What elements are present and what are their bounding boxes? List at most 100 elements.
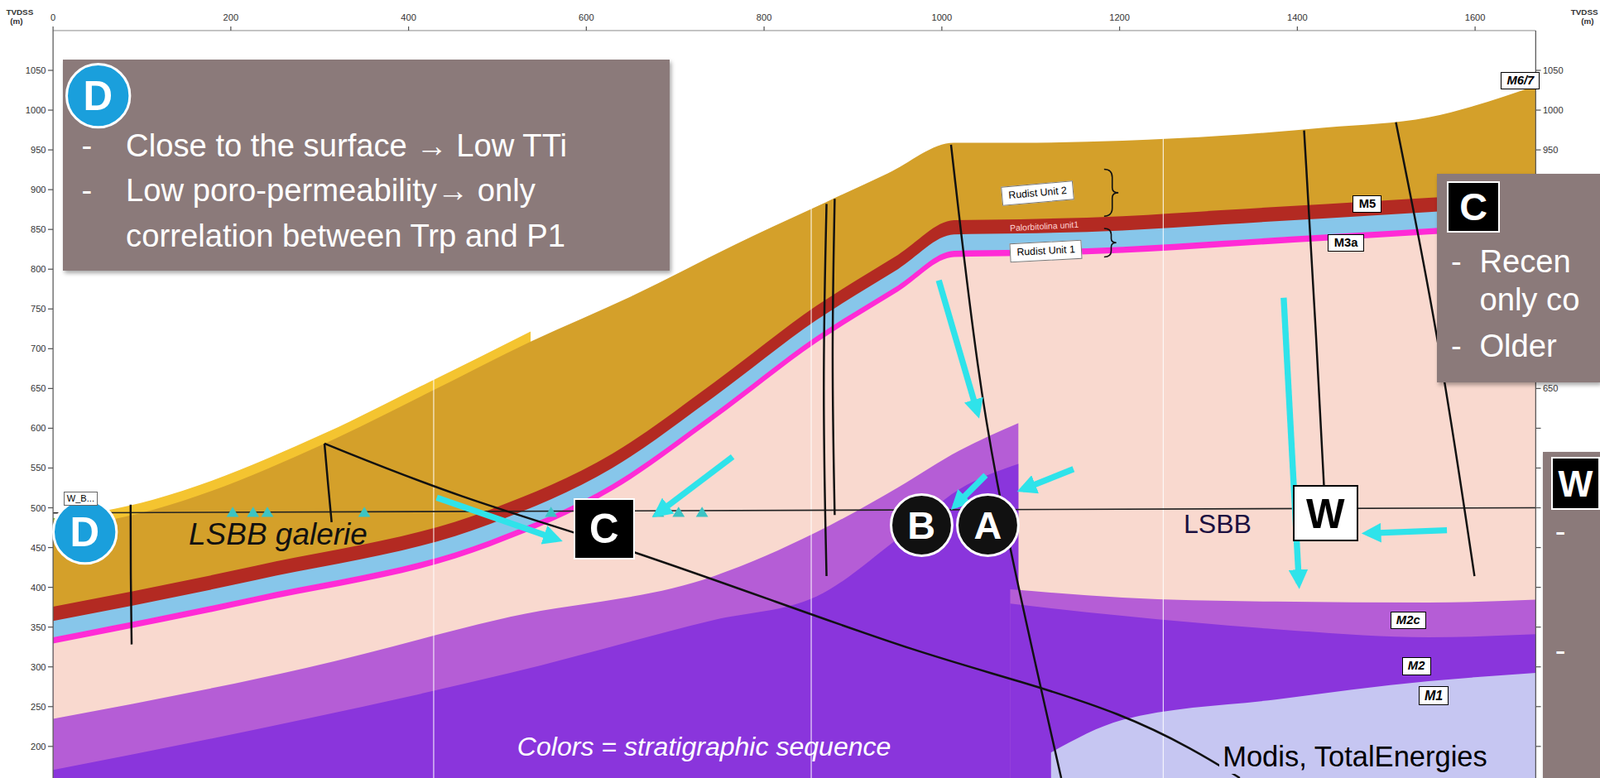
fault-line <box>832 198 835 515</box>
node-body: A <box>973 502 1002 549</box>
tick <box>48 109 53 111</box>
tick <box>1535 388 1541 390</box>
tick <box>48 745 53 747</box>
node-label: W <box>1557 461 1593 506</box>
unit-tag: M2 <box>1402 657 1432 676</box>
panel-text: - <box>1555 631 1596 670</box>
circle-shape <box>66 64 130 128</box>
axis-label: 800 <box>756 12 772 24</box>
axis-label: 650 <box>1542 383 1558 394</box>
panel-text: Low poro-permeability→ only correlation … <box>125 168 655 259</box>
sample-marker <box>672 506 685 517</box>
axis-label: 700 <box>30 343 46 355</box>
tick <box>48 706 53 707</box>
axis-label: 600 <box>578 12 594 24</box>
node-label: W_B... <box>67 493 95 505</box>
node-body: D <box>70 507 101 557</box>
panel-text: - <box>1451 242 1480 319</box>
axis-label: 0 <box>50 12 56 24</box>
axis-label: 750 <box>30 303 46 315</box>
tick <box>48 467 53 469</box>
axes <box>48 26 1542 778</box>
sample-marker <box>544 506 558 517</box>
node-body: M2c <box>1396 613 1421 629</box>
flow-arrow <box>938 280 978 414</box>
bracket <box>1104 228 1117 257</box>
callout-box: C <box>573 498 635 560</box>
callout-circle: B <box>888 492 955 558</box>
flow-arrow <box>657 456 733 515</box>
panel-text: - <box>1451 326 1480 366</box>
tick <box>1535 706 1541 707</box>
axis-label: 900 <box>30 184 46 196</box>
upper-unit <box>52 85 1536 778</box>
sky <box>52 30 1536 778</box>
unit-tag: M3a <box>1327 234 1364 253</box>
callout-box: W <box>1551 456 1600 510</box>
tick <box>48 547 53 548</box>
tick <box>1119 26 1120 31</box>
node-label: D <box>70 507 101 557</box>
circle-shape <box>52 499 116 563</box>
flow-arrow <box>1367 530 1447 534</box>
node-label: B <box>907 502 936 549</box>
panel-text: Older <box>1479 326 1587 366</box>
tick <box>48 586 53 588</box>
node-label: C <box>589 504 620 553</box>
tick <box>408 26 409 31</box>
fault-line <box>130 504 132 645</box>
axis-label: 350 <box>30 622 46 634</box>
axis-label: 1000 <box>932 12 953 24</box>
section-line <box>1162 30 1164 778</box>
tick <box>48 269 53 270</box>
tick <box>1535 109 1541 111</box>
tick <box>1535 547 1541 548</box>
panel-text: Recen only co <box>1479 242 1587 319</box>
info-panel: -Recen only co-OlderC <box>1436 173 1600 384</box>
section-line <box>810 30 812 778</box>
panel-text: - <box>81 123 127 169</box>
axis-label: 650 <box>30 383 46 394</box>
tick <box>1535 745 1541 747</box>
circle-shape <box>890 494 952 557</box>
callout-box: C <box>1446 181 1500 233</box>
unit-tag: M6/7 <box>1500 72 1540 91</box>
node-body: C <box>589 504 620 553</box>
tick <box>48 666 53 668</box>
panel-text: - <box>81 168 127 259</box>
axis-label: 300 <box>30 662 46 673</box>
m1-unit <box>1051 672 1537 778</box>
node-label: M5 <box>1359 196 1377 212</box>
tick <box>48 388 53 390</box>
node-body: M5 <box>1359 196 1377 212</box>
fault-line <box>1303 130 1327 536</box>
axis-label: 1200 <box>1109 12 1130 24</box>
sample-marker <box>261 506 274 517</box>
node-body: C <box>1459 183 1488 231</box>
axis-label: (m) <box>1580 16 1594 26</box>
node-body: M6/7 <box>1506 73 1534 89</box>
axis-label: 950 <box>30 144 46 156</box>
node-body: W <box>1306 489 1346 539</box>
node-body: -Recen only co-Older <box>1451 242 1595 365</box>
axis-label: 250 <box>30 701 46 713</box>
node-label: M2 <box>1407 658 1426 674</box>
tick <box>586 26 587 31</box>
circle-shape <box>956 494 1019 557</box>
panel-text: - <box>1555 512 1596 551</box>
middle-unit <box>52 228 1536 778</box>
node-label: Rudist Unit 2 <box>1008 184 1068 202</box>
tick <box>1535 586 1541 588</box>
callout-box: W <box>1292 485 1359 542</box>
tick <box>1535 507 1541 509</box>
axis-label: 400 <box>400 12 416 24</box>
node-body: Rudist Unit 2 <box>1008 184 1068 202</box>
axis-line <box>52 30 53 778</box>
sample-marker <box>696 506 709 517</box>
node-label: C <box>1459 183 1488 231</box>
axis-label: 200 <box>30 741 46 753</box>
tick <box>48 626 53 628</box>
axis-label: 800 <box>30 264 46 275</box>
credit: Modis, TotalEnergies <box>1219 740 1491 774</box>
